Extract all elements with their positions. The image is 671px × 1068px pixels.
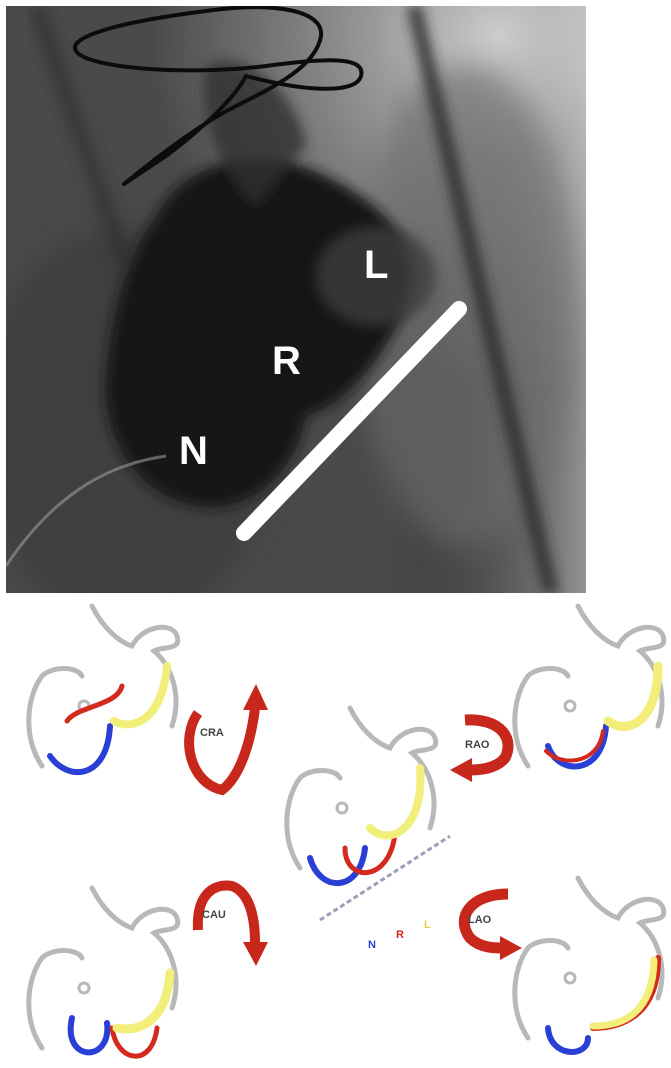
lao-view-label: LAO [468, 914, 492, 926]
noncoronary-cusp-label: N [179, 429, 208, 473]
lao-arrow: LAO [464, 894, 522, 960]
heart-diagram-center [287, 708, 450, 920]
heart-diagram-caudal [29, 888, 178, 1056]
caudal-view-label: CAU [202, 909, 226, 921]
center-r-label: R [396, 929, 404, 941]
right-cusp-label: R [272, 339, 301, 383]
heart-diagram-cranial [29, 606, 178, 772]
projection-schematic: N R L CRA CAU RAO LAO [0, 598, 671, 1063]
rao-view-label: RAO [465, 739, 490, 751]
caudal-arrow: CAU [198, 886, 268, 966]
heart-diagram-rao [515, 606, 664, 766]
aortogram-image: L R N [6, 6, 586, 593]
center-l-label: L [424, 919, 431, 931]
annular-plane-dashed-line [320, 836, 450, 920]
left-cusp-label: L [364, 243, 388, 287]
heart-diagram-lao [515, 878, 664, 1052]
aortogram-drawing: L R N [6, 6, 586, 593]
cranial-arrow: CRA [189, 684, 268, 790]
schematic-drawing: N R L CRA CAU RAO LAO [0, 598, 671, 1063]
cranial-view-label: CRA [200, 727, 224, 739]
center-n-label: N [368, 939, 376, 951]
rao-arrow: RAO [450, 720, 508, 782]
